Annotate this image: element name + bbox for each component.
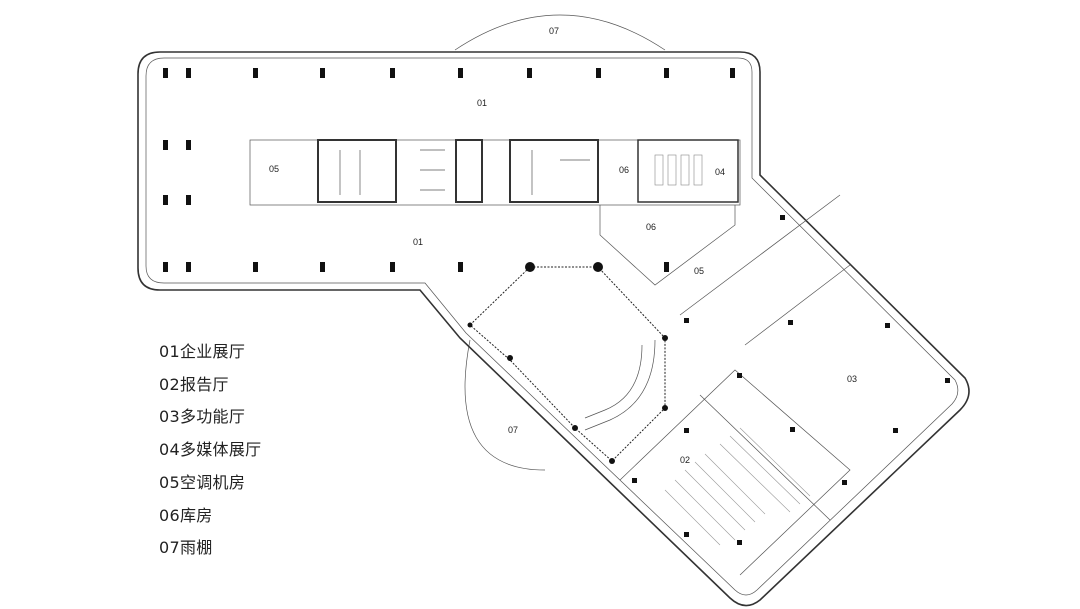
core-band [249,139,741,206]
atrium-stair [584,339,656,431]
auditorium-wall [619,369,851,576]
structural-columns [163,68,950,545]
label-canopy-top: 07 [549,26,559,36]
wing-partition [679,194,841,316]
canopy-top [454,14,666,51]
label-hall-south: 01 [413,237,423,247]
main-block-outline [137,51,970,607]
core-mid [455,139,483,203]
label-storage-large: 06 [646,222,656,232]
legend-item-hvac-room: 05空调机房 [159,472,246,492]
label-auditorium: 02 [680,455,690,465]
atrium-stair-2 [584,344,643,419]
label-hall-north: 01 [477,98,487,108]
label-hvac-east: 05 [694,266,704,276]
label-canopy-bottom: 07 [508,425,518,435]
storage-partition [599,205,736,286]
legend-item-canopy: 07雨棚 [159,538,213,558]
legend-item-storage: 06库房 [159,505,213,525]
media-room-seats [654,154,703,186]
wing-partition-2 [744,264,851,346]
label-media-hall: 04 [715,167,725,177]
label-multifunction-hall: 03 [847,374,857,384]
core-east [509,139,599,203]
label-storage-small: 06 [619,165,629,175]
atrium-outline [469,266,666,462]
legend-item-media-hall: 04多媒体展厅 [159,440,262,460]
legend-item-exhibition: 01企业展厅 [159,342,246,361]
core-west [317,139,397,203]
label-hvac-west: 05 [269,164,279,174]
legend-item-multifunction: 03多功能厅 [159,407,246,427]
room-legend: 01企业展厅 02报告厅 03多功能厅 04多媒体展厅 05空调机房 06库房 … [159,336,261,565]
canopy-bottom [464,339,546,471]
auditorium-seats [664,427,811,546]
main-block-inner [145,57,959,596]
legend-item-auditorium: 02报告厅 [159,374,229,394]
media-room [637,139,739,203]
corridor-wall [699,394,831,521]
